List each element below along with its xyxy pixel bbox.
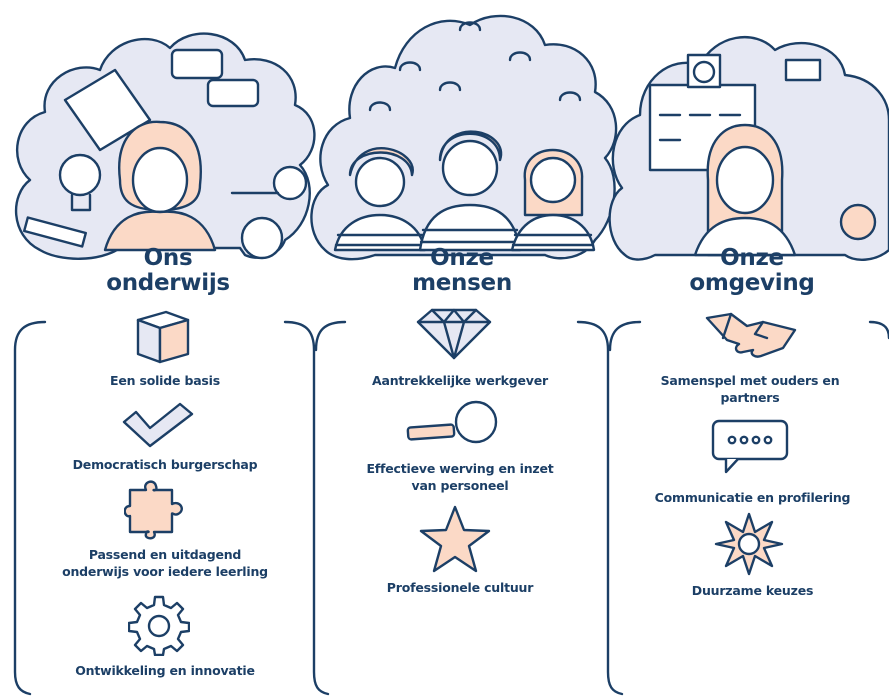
column-title-mensen: Onze mensen [412, 245, 512, 296]
cloud-mensen-decor [333, 21, 596, 252]
item-label: Een solide basis [110, 373, 220, 388]
magnifier-icon [406, 400, 498, 444]
bracket-onderwijs-right [283, 320, 330, 696]
flower-icon [714, 512, 784, 576]
bracket-mensen-left [314, 320, 347, 352]
bracket-mensen-right [576, 320, 624, 696]
item-label: Effectieve werving en inzet van personee… [366, 461, 554, 493]
bracket-omgeving-right [868, 320, 889, 340]
star-icon [419, 505, 491, 573]
bracket-omgeving-left [608, 320, 642, 352]
item-label: Passend en uitdagend onderwijs voor iede… [62, 547, 268, 579]
cloud-omgeving-decor [648, 53, 877, 257]
speech-bubble-icon [711, 419, 789, 474]
item-label: Communicatie en profilering [654, 490, 851, 505]
cloud-onderwijs-decor [23, 48, 308, 260]
diamond-icon [416, 308, 492, 360]
bracket-onderwijs [13, 320, 47, 696]
checkmark-icon [122, 402, 194, 448]
item-label: Democratisch burgerschap [72, 457, 258, 472]
item-label: Professionele cultuur [386, 580, 534, 595]
column-title-onderwijs: Ons onderwijs [106, 245, 230, 296]
handshake-icon [705, 312, 797, 358]
item-label: Aantrekkelijke werkgever [372, 373, 548, 388]
cube-icon [136, 310, 190, 364]
item-label: Ontwikkeling en innovatie [75, 663, 255, 678]
puzzle-piece-icon [124, 480, 183, 540]
item-label: Samenspel met ouders en partners [660, 373, 840, 405]
column-title-omgeving: Onze omgeving [689, 245, 815, 296]
item-label: Duurzame keuzes [691, 583, 814, 598]
gear-icon [128, 595, 190, 656]
